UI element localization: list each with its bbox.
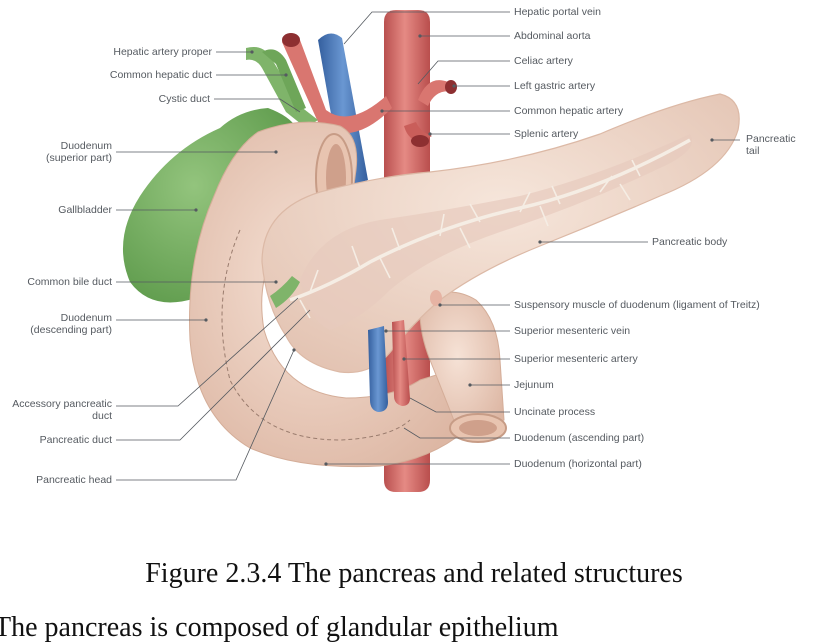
label-pancreatic-head: Pancreatic head: [36, 474, 112, 486]
ligament-of-treitz: [430, 290, 442, 306]
label-common-bile-duct: Common bile duct: [27, 276, 112, 288]
label-duodenum-descending: Duodenum (descending part): [30, 312, 112, 336]
label-duodenum-superior-line2: (superior part): [46, 152, 112, 164]
pancreatic-cut-surface: [300, 134, 692, 330]
label-pancreatic-tail: Pancreatic tail: [746, 133, 796, 157]
label-splenic-artery: Splenic artery: [514, 128, 579, 140]
label-duodenum-horizontal: Duodenum (horizontal part): [514, 458, 642, 470]
pancreatic-duct-branches: [299, 159, 641, 319]
left-gastric-artery-shape: [418, 80, 454, 106]
label-jejunum: Jejunum: [514, 379, 554, 391]
leader-dots: [194, 34, 714, 466]
label-gallbladder: Gallbladder: [58, 204, 112, 216]
label-accessory-duct-line2: duct: [92, 410, 112, 422]
label-hepatic-portal-vein: Hepatic portal vein: [514, 6, 601, 18]
splenic-artery-end: [411, 135, 429, 147]
label-hepatic-artery-proper: Hepatic artery proper: [113, 46, 212, 58]
leader-lines: [116, 11, 740, 481]
label-duodenum-superior-line1: Duodenum: [60, 140, 112, 152]
pancreas-illustration: [116, 10, 740, 492]
label-abdominal-aorta: Abdominal aorta: [514, 30, 591, 42]
label-superior-mesenteric-vein: Superior mesenteric vein: [514, 325, 631, 337]
label-duodenum-descending-line1: Duodenum: [60, 312, 112, 324]
label-common-hepatic-artery: Common hepatic artery: [514, 105, 624, 117]
left-gastric-artery-end: [445, 80, 457, 94]
label-uncinate-process: Uncinate process: [514, 406, 596, 418]
label-duodenum-ascending: Duodenum (ascending part): [514, 432, 645, 444]
label-celiac-artery: Celiac artery: [514, 55, 573, 67]
label-left-gastric-artery: Left gastric artery: [514, 80, 596, 92]
common-bile-duct-shape: [270, 276, 300, 308]
label-common-hepatic-duct: Common hepatic duct: [109, 69, 212, 81]
label-pancreatic-tail-line1: Pancreatic: [746, 133, 796, 145]
label-pancreatic-tail-line2: tail: [746, 145, 760, 157]
label-superior-mesenteric-artery: Superior mesenteric artery: [514, 353, 638, 365]
figure-caption: Figure 2.3.4 The pancreas and related st…: [145, 558, 683, 589]
superior-mesenteric-vein-shape: [368, 326, 388, 412]
label-duodenum-descending-line2: (descending part): [30, 324, 112, 336]
body-text-partial: The pancreas is composed of glandular ep…: [0, 612, 559, 643]
label-duodenum-superior: Duodenum (superior part): [46, 140, 112, 164]
common-hepatic-duct-shape: [262, 49, 306, 112]
label-pancreatic-duct: Pancreatic duct: [39, 434, 112, 446]
label-cystic-duct: Cystic duct: [158, 93, 210, 105]
label-pancreatic-body: Pancreatic body: [652, 236, 728, 248]
label-accessory-pancreatic-duct: Accessory pancreatic duct: [12, 398, 112, 422]
pancreatic-duct-shape: [289, 138, 691, 302]
label-suspensory-muscle: Suspensory muscle of duodenum (ligament …: [514, 299, 760, 311]
pancreatic-head-outline: [221, 229, 411, 441]
hepatic-artery-end: [282, 33, 300, 47]
superior-mesenteric-artery-shape: [392, 320, 410, 406]
label-accessory-duct-line1: Accessory pancreatic: [12, 398, 112, 410]
pancreas-shape: [261, 93, 740, 374]
jejunum-lumen: [459, 420, 497, 436]
